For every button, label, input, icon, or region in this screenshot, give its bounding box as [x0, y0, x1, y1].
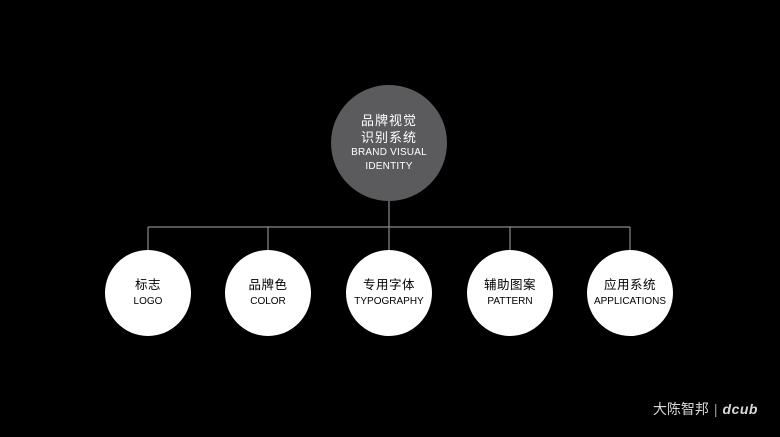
child-label-zh: 专用字体 [362, 278, 415, 292]
child-node-typography: 专用字体 TYPOGRAPHY [346, 250, 432, 336]
child-node-logo: 标志 LOGO [105, 250, 191, 336]
root-node-brand-visual-identity: 品牌视觉 识别系统 BRAND VISUAL IDENTITY [331, 85, 447, 201]
child-node-color: 品牌色 COLOR [225, 250, 311, 336]
brand-name: 大陈智邦 [652, 401, 709, 417]
root-title-line-3: BRAND VISUAL [351, 147, 427, 158]
child-node-applications: 应用系统 APPLICATIONS [587, 250, 673, 336]
brand-logo: dcub [722, 401, 758, 417]
child-label-en: PATTERN [487, 296, 533, 307]
brand-separator: | [713, 401, 718, 417]
root-title-line-4: IDENTITY [365, 161, 413, 172]
child-label-zh: 品牌色 [248, 278, 288, 292]
root-title-line-2: 识别系统 [360, 130, 417, 145]
root-title-line-1: 品牌视觉 [360, 113, 417, 128]
child-label-en: TYPOGRAPHY [354, 296, 424, 307]
child-label-en: LOGO [133, 296, 163, 307]
child-node-pattern: 辅助图案 PATTERN [467, 250, 553, 336]
child-label-zh: 辅助图案 [483, 278, 536, 292]
child-label-en: COLOR [250, 296, 286, 307]
brand-watermark: 大陈智邦 | dcub [653, 399, 758, 419]
child-label-zh: 标志 [134, 278, 161, 292]
child-label-zh: 应用系统 [603, 278, 656, 292]
child-label-en: APPLICATIONS [593, 296, 667, 307]
